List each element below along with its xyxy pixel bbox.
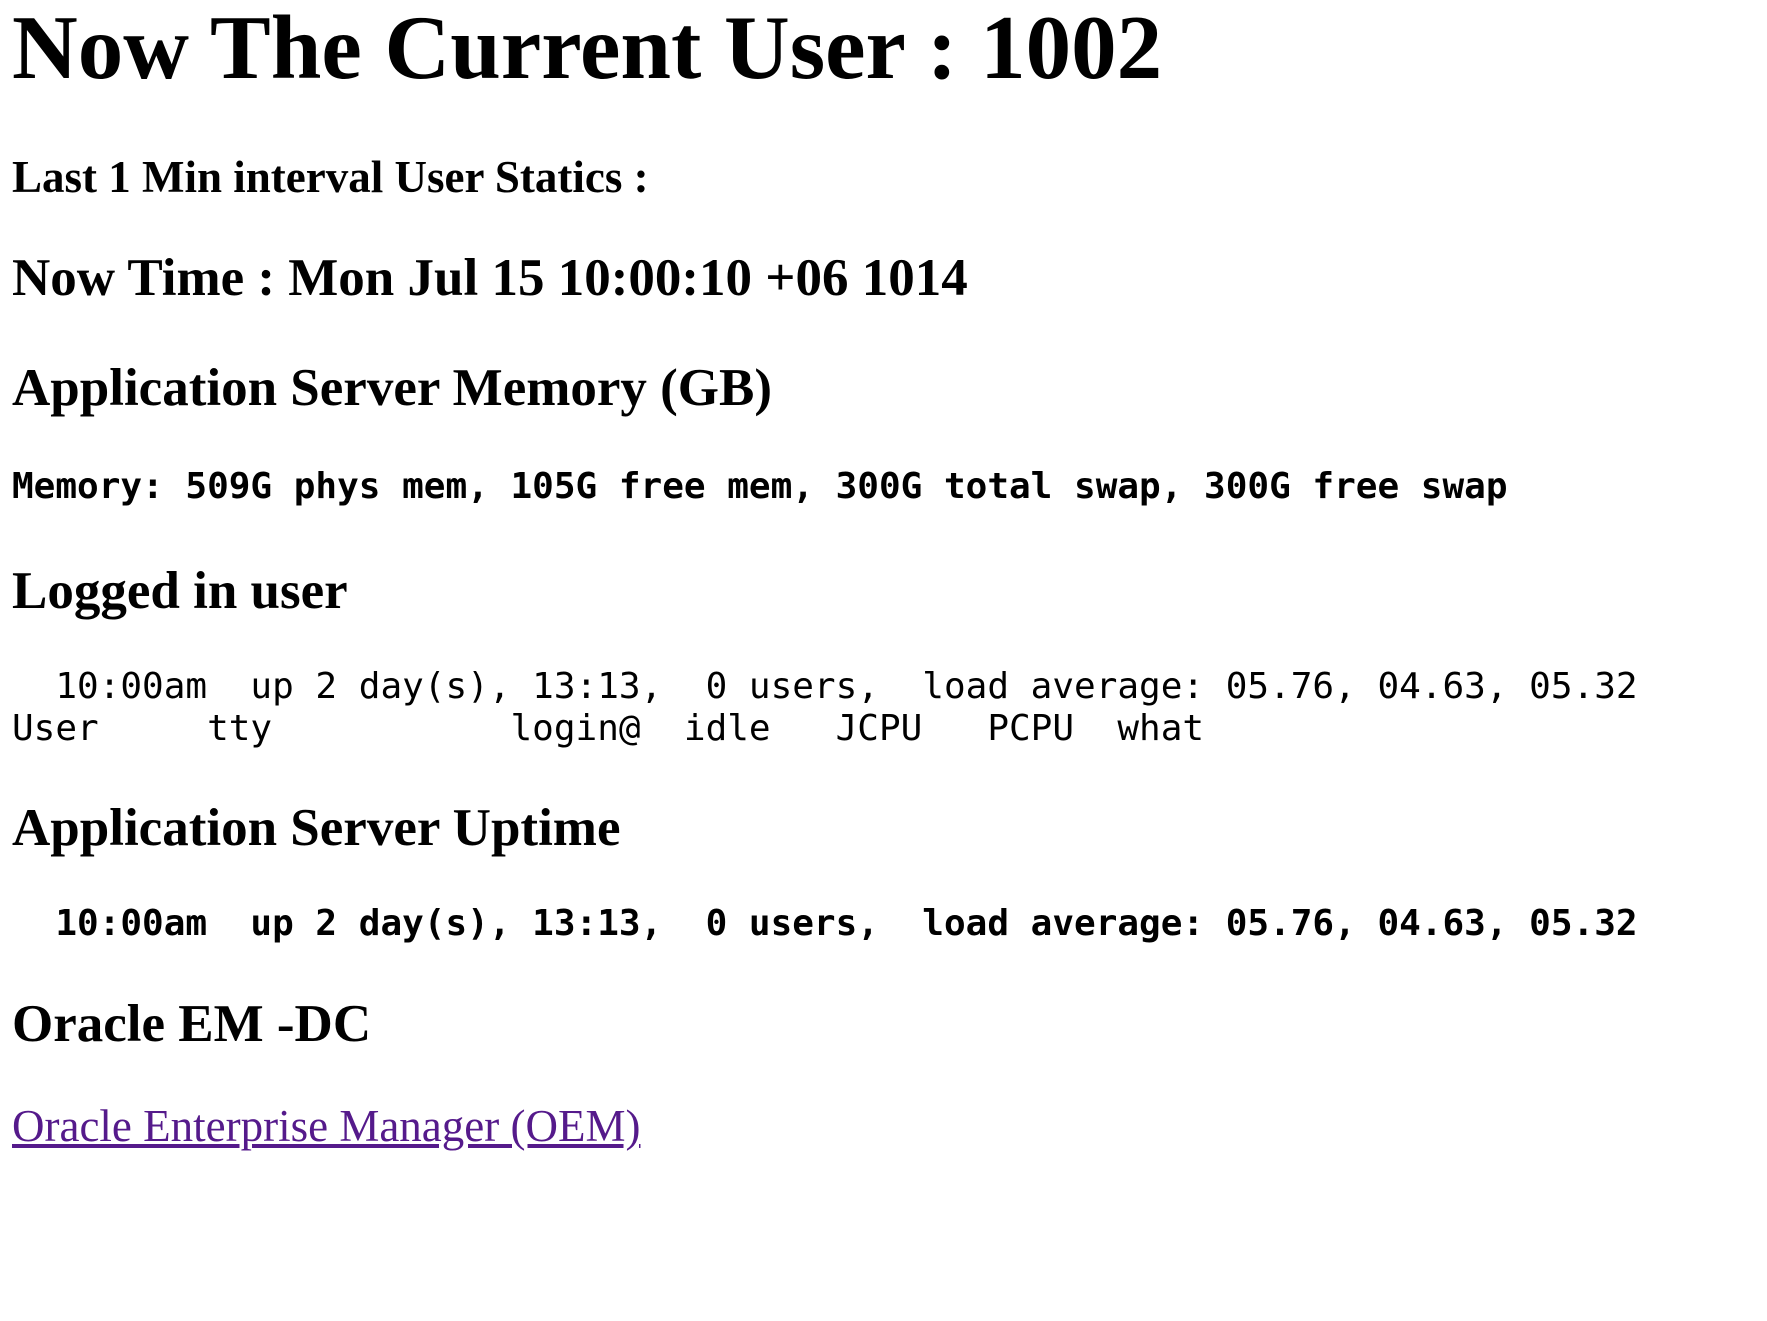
interval-stats-heading: Last 1 Min interval User Statics : bbox=[12, 152, 649, 202]
oem-heading: Oracle EM -DC bbox=[12, 995, 372, 1053]
logged-in-heading: Logged in user bbox=[12, 562, 348, 620]
uptime-info: 10:00am up 2 day(s), 13:13, 0 users, loa… bbox=[12, 903, 1638, 944]
memory-info: Memory: 509G phys mem, 105G free mem, 30… bbox=[12, 466, 1508, 507]
logged-in-columns-line: User tty login@ idle JCPU PCPU what bbox=[12, 708, 1205, 749]
now-time-heading: Now Time : Mon Jul 15 10:00:10 +06 1014 bbox=[12, 249, 968, 307]
uptime-heading: Application Server Uptime bbox=[12, 799, 621, 857]
memory-heading: Application Server Memory (GB) bbox=[12, 359, 773, 417]
logged-in-uptime-line: 10:00am up 2 day(s), 13:13, 0 users, loa… bbox=[12, 666, 1638, 707]
page-title: Now The Current User : 1002 bbox=[12, 0, 1163, 98]
oem-link[interactable]: Oracle Enterprise Manager (OEM) bbox=[12, 1101, 641, 1151]
